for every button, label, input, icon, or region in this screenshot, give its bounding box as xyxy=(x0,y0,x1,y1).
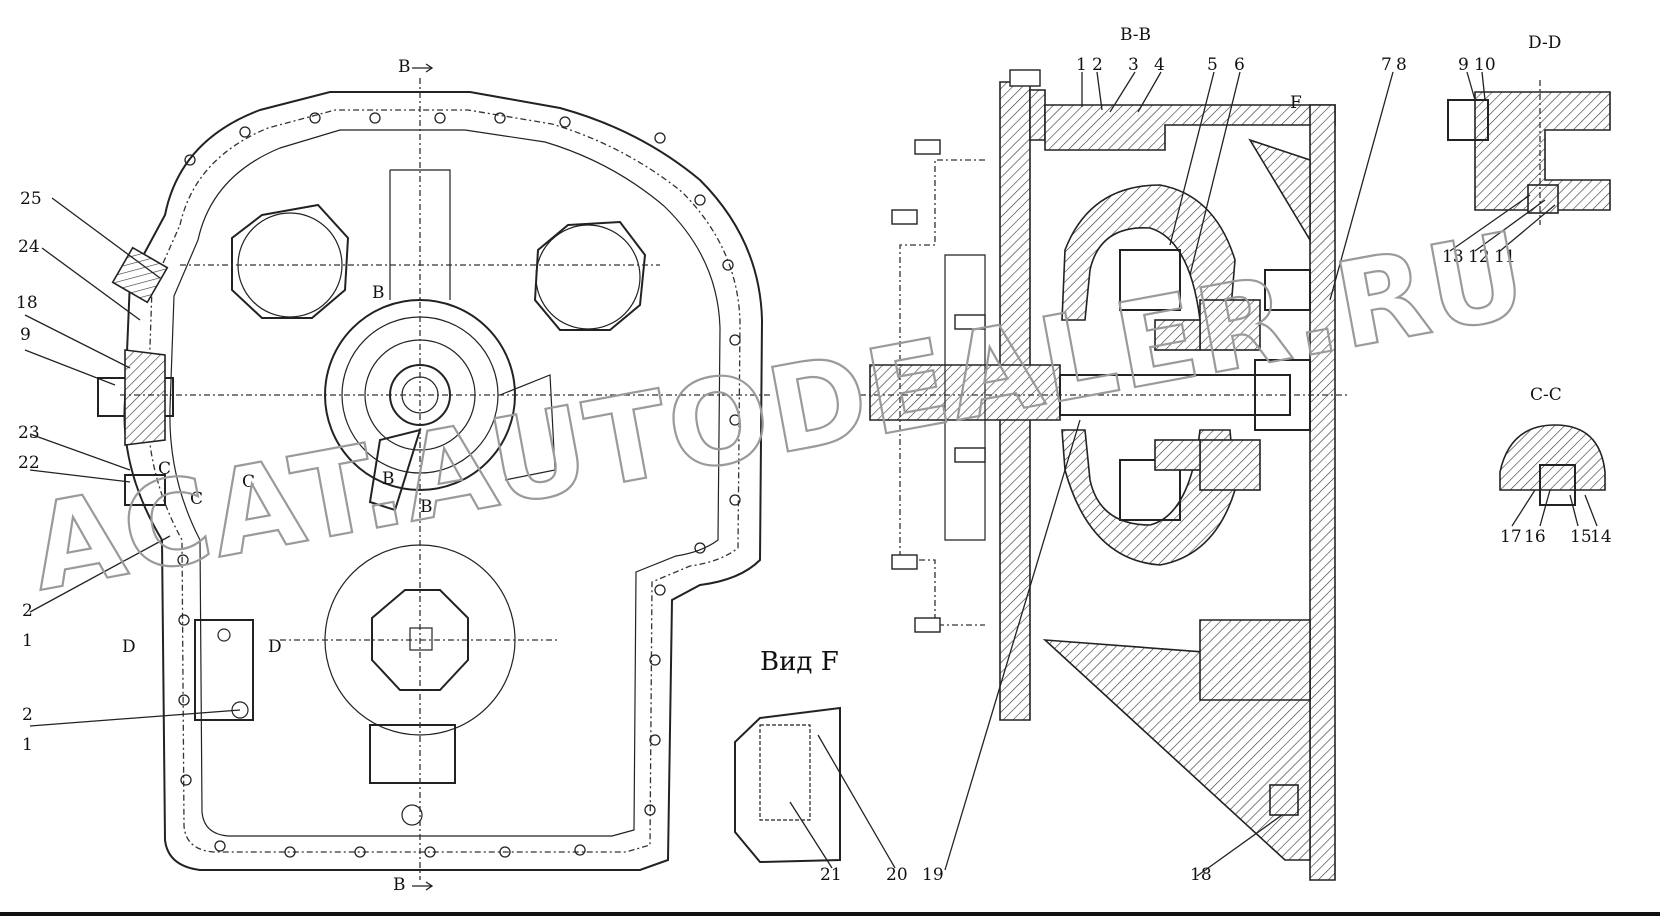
callout-1-left-a: 1 xyxy=(22,631,33,651)
section-mark-c3: C xyxy=(190,489,203,509)
callout-18-left: 18 xyxy=(16,293,38,313)
callout-14: 14 xyxy=(1590,527,1612,547)
callout-16: 16 xyxy=(1524,527,1546,547)
section-mark-b-mid1: B xyxy=(372,283,385,303)
callout-13: 13 xyxy=(1442,247,1464,267)
callout-2-left-a: 2 xyxy=(22,601,33,621)
view-title-d-d: D-D xyxy=(1528,33,1561,53)
section-mark-f: F xyxy=(1290,93,1302,113)
callout-12: 12 xyxy=(1468,247,1490,267)
callout-2: 2 xyxy=(1092,55,1103,75)
section-mark-d-left: D xyxy=(122,637,136,657)
callout-9-left: 9 xyxy=(20,325,31,345)
callout-1-left-b: 1 xyxy=(22,735,33,755)
callout-3: 3 xyxy=(1128,55,1139,75)
section-c-c xyxy=(1499,424,1606,506)
callout-23: 23 xyxy=(18,423,40,443)
callout-1: 1 xyxy=(1076,55,1087,75)
callout-25: 25 xyxy=(20,189,42,209)
section-mark-b-bottom: B xyxy=(393,875,406,895)
callout-2-left-b: 2 xyxy=(22,705,33,725)
housing-front-view xyxy=(97,78,770,880)
callout-10: 10 xyxy=(1474,55,1496,75)
section-mark-b-mid3: B xyxy=(420,497,433,517)
callout-22: 22 xyxy=(18,453,40,473)
leader-lines xyxy=(24,71,1598,877)
view-title-b-b: B-B xyxy=(1120,25,1151,45)
section-mark-c1: C xyxy=(158,459,171,479)
callout-8: 8 xyxy=(1396,55,1407,75)
view-title-c-c: C-C xyxy=(1530,385,1562,405)
section-b-b xyxy=(860,69,1350,881)
section-mark-d-right: D xyxy=(268,637,282,657)
callout-20: 20 xyxy=(886,865,908,885)
callout-15: 15 xyxy=(1570,527,1592,547)
callout-11: 11 xyxy=(1494,247,1516,267)
callout-17: 17 xyxy=(1500,527,1522,547)
section-d-d xyxy=(1447,80,1611,225)
callout-19: 19 xyxy=(922,865,944,885)
callout-7: 7 xyxy=(1381,55,1392,75)
view-f xyxy=(734,706,841,864)
callout-24: 24 xyxy=(18,237,40,257)
callout-21: 21 xyxy=(820,865,842,885)
callout-5: 5 xyxy=(1207,55,1218,75)
callout-6: 6 xyxy=(1234,55,1245,75)
section-mark-b-mid2: B xyxy=(382,469,395,489)
section-mark-c2: C xyxy=(242,472,255,492)
view-title-vid-f: Вид F xyxy=(760,647,839,677)
callout-18: 18 xyxy=(1190,865,1212,885)
section-arrows xyxy=(412,63,434,891)
callout-9: 9 xyxy=(1458,55,1469,75)
section-mark-b-top: B xyxy=(398,57,411,77)
callout-4: 4 xyxy=(1154,55,1165,75)
